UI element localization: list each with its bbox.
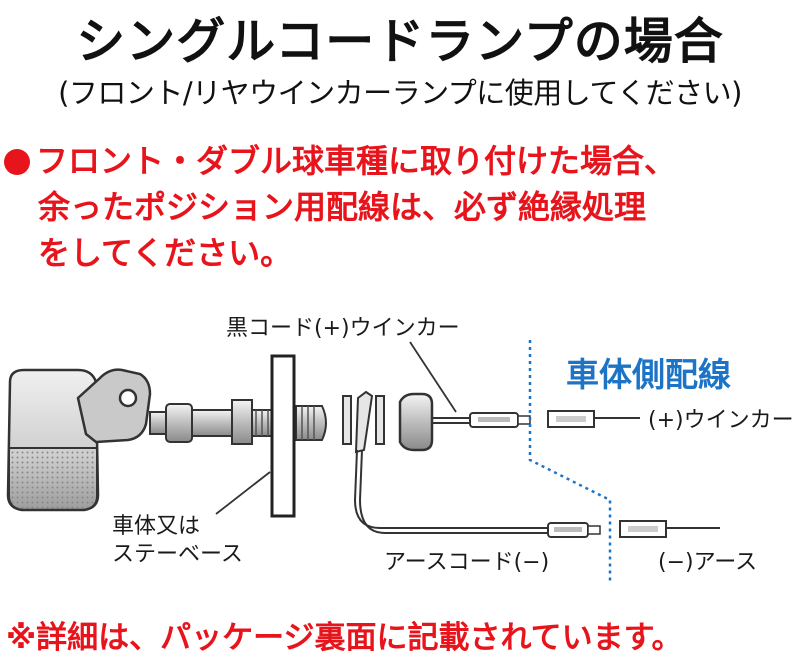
footer-note: ※詳細は、パッケージ裏面に記載されています。 <box>6 620 683 656</box>
notice-line-1: フロント・ダブル球車種に取り付けた場合、 <box>4 138 796 184</box>
wiring-diagram-svg <box>6 340 720 584</box>
wiring-diagram: 黒コード(+)ウインカー 車体側配線 (+)ウインカー 車体又は ステーベース … <box>0 300 800 590</box>
label-body-1: 車体又は <box>112 514 201 539</box>
label-plus-winker: (+)ウインカー <box>648 408 794 433</box>
ground-terminal-icon <box>342 390 385 454</box>
label-minus-ground: (−)アース <box>658 550 758 575</box>
notice-text-3: をしてください。 <box>38 234 293 272</box>
mounting-bolt-icon <box>149 399 327 445</box>
notice-line-3: をしてください。 <box>4 230 796 276</box>
notice-line-2: 余ったポジション用配線は、必ず絶縁処理 <box>4 184 796 230</box>
wires <box>353 417 720 534</box>
label-body-2: ステーベース <box>112 542 243 567</box>
lamp-icon <box>6 368 152 512</box>
page-subtitle: (フロント/リヤウインカーランプに使用してください) <box>58 76 742 110</box>
nut-icon <box>398 392 434 452</box>
warning-notice: フロント・ダブル球車種に取り付けた場合、 余ったポジション用配線は、必ず絶縁処理… <box>4 138 796 276</box>
vehicle-minus-connector <box>619 520 667 538</box>
minus-connector-male <box>547 522 601 538</box>
red-bullet-icon <box>4 149 30 175</box>
notice-text-1: フロント・ダブル球車種に取り付けた場合、 <box>36 142 677 180</box>
notice-emphasis: 絶縁処理 <box>518 188 647 226</box>
notice-text-2: 余ったポジション用配線は、必ず <box>38 188 519 226</box>
page-title: シングルコードランプの場合 <box>76 13 724 70</box>
label-vehicle-side: 車体側配線 <box>566 355 731 394</box>
body-plate <box>270 354 296 518</box>
label-ground-cord: アースコード(−) <box>384 550 550 575</box>
label-black-cord: 黒コード(+)ウインカー <box>226 316 460 341</box>
plus-connector-male <box>469 412 531 428</box>
vehicle-plus-connector <box>547 410 595 428</box>
leader-lines <box>215 341 457 515</box>
